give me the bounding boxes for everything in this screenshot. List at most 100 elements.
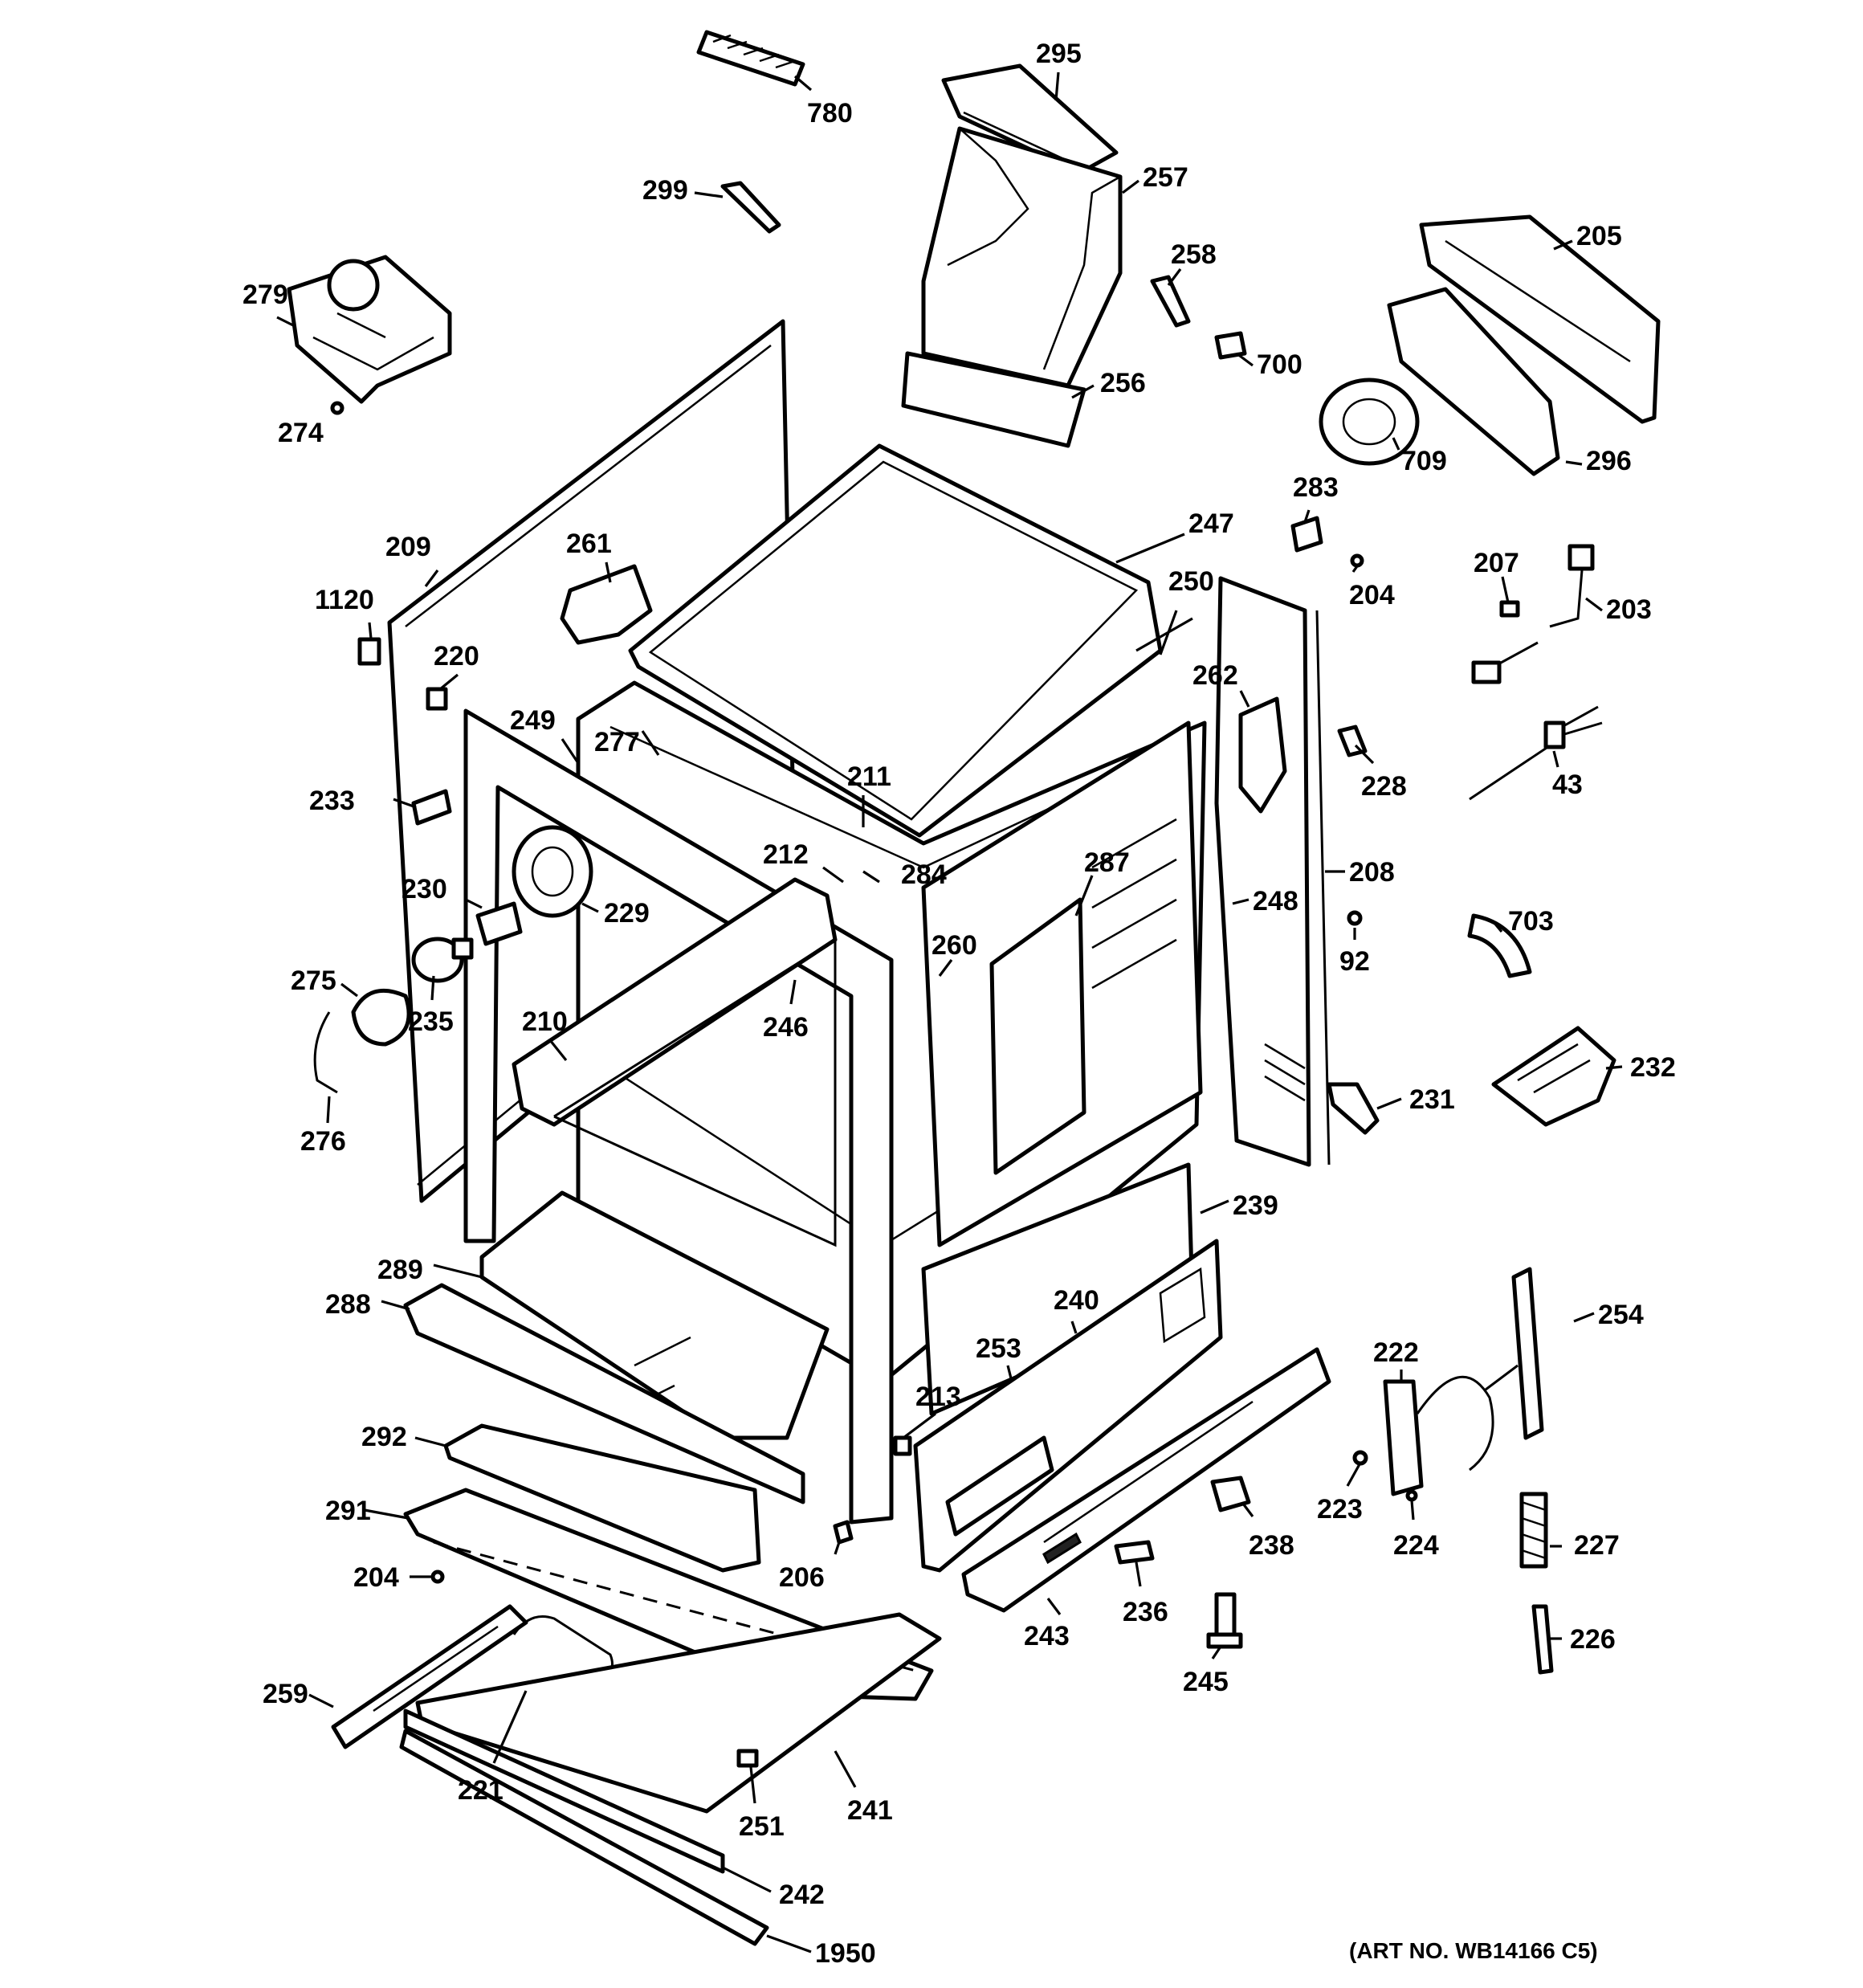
label-224: 224	[1393, 1530, 1439, 1561]
label-223: 223	[1317, 1494, 1363, 1525]
part-287-cover-plate	[989, 897, 1086, 1175]
label-288: 288	[325, 1289, 371, 1320]
part-1950-trim	[399, 1729, 769, 1946]
part-210-gasket	[553, 937, 837, 1247]
label-228: 228	[1361, 771, 1407, 802]
label-211: 211	[847, 761, 891, 792]
part-229-socket-plate	[512, 825, 593, 918]
label-279: 279	[243, 280, 288, 310]
label-221: 221	[458, 1775, 503, 1806]
label-230: 230	[402, 874, 447, 904]
part-245-leveling-leg	[1206, 1592, 1243, 1649]
label-240: 240	[1054, 1285, 1099, 1316]
label-229: 229	[604, 898, 650, 929]
label-292: 292	[361, 1422, 407, 1452]
part-43-oven-sensor	[1469, 705, 1603, 801]
part-208-side-trim	[1315, 610, 1331, 1165]
label-261: 261	[566, 529, 612, 559]
label-296: 296	[1586, 446, 1632, 476]
part-283-clip	[1290, 516, 1323, 553]
part-257-256-flue-duct	[901, 126, 1123, 448]
part-258-bracket	[1150, 275, 1191, 328]
label-275: 275	[291, 965, 336, 996]
label-246: 246	[763, 1012, 809, 1043]
label-241: 241	[847, 1795, 893, 1826]
label-239: 239	[1233, 1190, 1278, 1221]
label-291: 291	[325, 1496, 371, 1526]
label-709: 709	[1401, 446, 1447, 476]
label-1120: 1120	[315, 585, 374, 615]
label-204-top: 204	[1349, 580, 1395, 610]
label-206: 206	[779, 1562, 825, 1593]
label-262: 262	[1192, 660, 1238, 691]
part-242-kick-rail	[403, 1708, 725, 1874]
label-276: 276	[300, 1126, 346, 1157]
label-284: 284	[901, 859, 947, 890]
part-279-regulator	[287, 255, 452, 404]
label-289: 289	[377, 1255, 423, 1285]
label-220: 220	[434, 641, 479, 672]
part-222-hinge	[1383, 1375, 1494, 1496]
part-204-screw-bottom	[430, 1570, 445, 1584]
label-233: 233	[309, 786, 355, 816]
label-226: 226	[1570, 1624, 1616, 1655]
label-1950: 1950	[815, 1938, 876, 1969]
label-203: 203	[1606, 594, 1652, 625]
label-253: 253	[976, 1333, 1021, 1364]
part-780-vent-grille	[696, 30, 805, 87]
part-labels: 780 295 257 299 258 700 256 279 274 205 …	[243, 39, 1676, 1969]
label-212: 212	[763, 839, 809, 870]
part-709-ring	[1319, 378, 1420, 466]
part-275-light-cover	[351, 988, 411, 1047]
part-207-connector	[1499, 600, 1520, 618]
label-248: 248	[1253, 886, 1298, 916]
part-288-front-rail	[403, 1283, 805, 1504]
label-235: 235	[408, 1006, 454, 1037]
label-243: 243	[1024, 1621, 1070, 1651]
label-205: 205	[1576, 221, 1622, 251]
part-236-clip	[1114, 1540, 1155, 1565]
label-277: 277	[594, 727, 640, 757]
part-220-nut	[426, 687, 448, 711]
part-251-clip	[736, 1749, 759, 1768]
part-703-shield	[1467, 913, 1532, 978]
label-43: 43	[1552, 769, 1583, 800]
label-780: 780	[807, 98, 853, 129]
label-295: 295	[1036, 39, 1082, 69]
label-703: 703	[1508, 906, 1554, 937]
label-254: 254	[1598, 1300, 1644, 1330]
label-209: 209	[385, 532, 431, 562]
part-243-burner	[961, 1347, 1331, 1613]
label-92: 92	[1339, 946, 1370, 977]
part-226-link	[1531, 1604, 1554, 1675]
label-222: 222	[1373, 1337, 1419, 1368]
part-230-socket	[475, 901, 523, 946]
label-231: 231	[1409, 1084, 1455, 1115]
label-258: 258	[1171, 239, 1217, 270]
label-700: 700	[1257, 349, 1302, 380]
part-299-clip	[720, 181, 781, 234]
part-231-bracket	[1327, 1082, 1380, 1135]
part-253-vent-cover	[945, 1435, 1054, 1537]
part-1120-clip	[357, 637, 381, 666]
part-205-back-cover	[1419, 214, 1661, 424]
part-292-deflector	[443, 1423, 761, 1573]
label-232: 232	[1630, 1052, 1676, 1083]
label-247: 247	[1188, 508, 1234, 539]
part-232-bake-element-bracket	[1491, 1026, 1616, 1127]
label-250: 250	[1168, 566, 1214, 597]
label-249: 249	[510, 705, 556, 736]
part-206-clip	[833, 1520, 854, 1545]
part-254-hinge-arm	[1485, 1267, 1544, 1440]
label-260: 260	[932, 930, 977, 961]
label-251: 251	[739, 1811, 785, 1842]
label-210: 210	[522, 1006, 568, 1037]
part-233-switch	[411, 789, 452, 826]
label-283: 283	[1293, 472, 1339, 503]
label-227: 227	[1574, 1530, 1620, 1561]
art-number: (ART NO. WB14166 C5)	[1349, 1938, 1598, 1963]
part-227-spring	[1519, 1492, 1548, 1569]
label-236: 236	[1123, 1597, 1168, 1627]
label-259: 259	[263, 1679, 308, 1709]
